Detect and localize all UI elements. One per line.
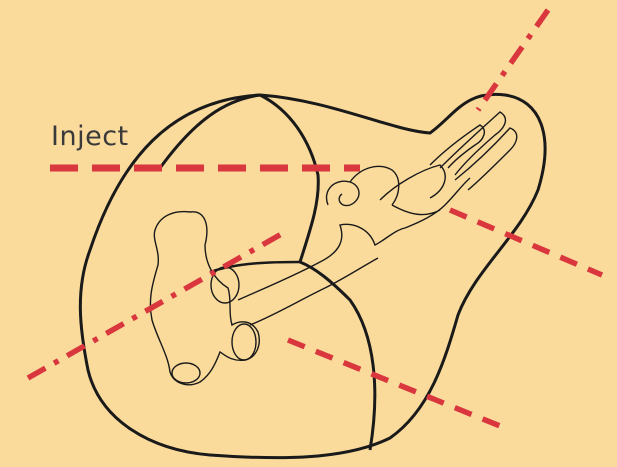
ham-outline (80, 94, 545, 457)
knee-joint (327, 166, 399, 205)
cut-line-top-right (478, 10, 548, 110)
cut-line-lower (288, 340, 510, 430)
cut-line-right (450, 210, 602, 275)
cut-line-diagonal-upper (28, 232, 285, 378)
bone-end (172, 363, 200, 383)
inject-label: Inject (51, 121, 129, 152)
ham-inner-line (160, 95, 375, 450)
shank-bones (380, 112, 517, 228)
joint-ball (232, 324, 256, 360)
